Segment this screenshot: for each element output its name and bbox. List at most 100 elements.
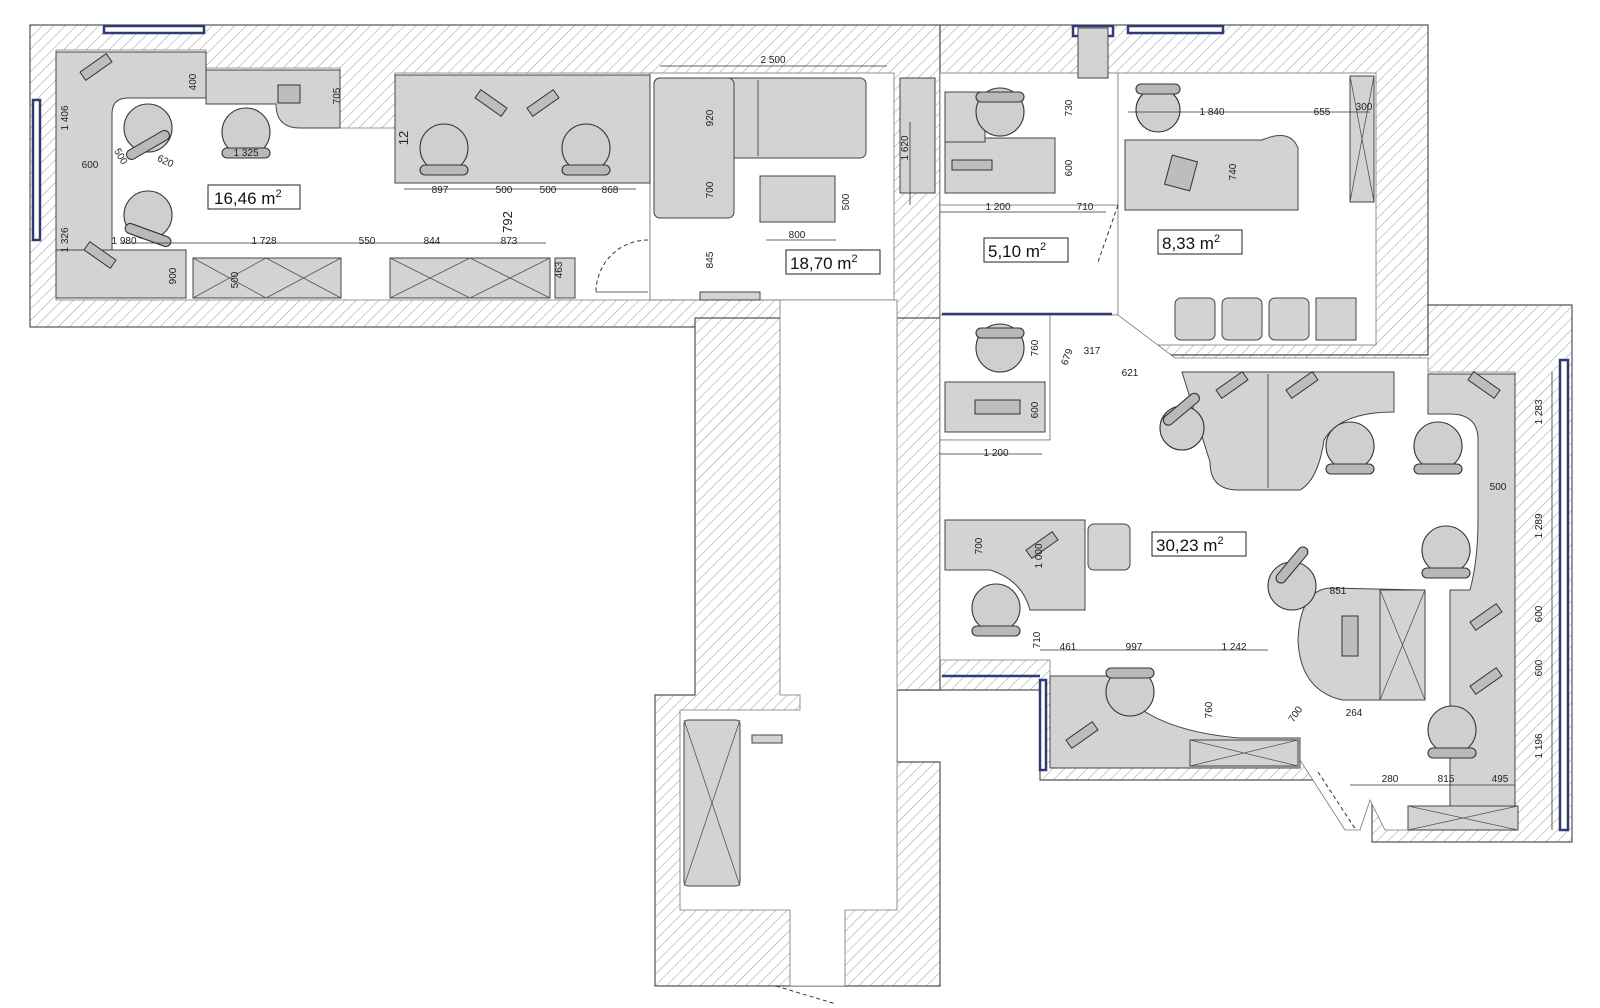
room-area-label-4: 8,33 m2 [1157, 229, 1243, 255]
chair [419, 123, 469, 176]
dim-label: 280 [1382, 774, 1399, 785]
dim-label: 1 283 [1534, 399, 1545, 424]
dim-label: 495 [1492, 774, 1509, 785]
svg-text:30,23 m2: 30,23 m2 [1156, 535, 1224, 555]
dim-label: 997 [1126, 642, 1143, 653]
room-area-unit-sup: 2 [275, 188, 281, 200]
dim-label: 920 [705, 109, 716, 126]
dim-label: 600 [1064, 159, 1075, 176]
dim-label: 500 [1490, 482, 1507, 493]
room-area-label-2: 18,70 m2 [785, 249, 881, 275]
dim-label: 1 242 [1221, 642, 1246, 653]
dim-label: 710 [1032, 631, 1043, 648]
dim-label: 1 289 [1534, 513, 1545, 538]
dim-label: 1 200 [983, 448, 1008, 459]
dim-label: 740 [1228, 163, 1239, 180]
dim-label: 1 620 [900, 135, 911, 160]
doors [595, 204, 1357, 1005]
dim-label: 2 500 [760, 55, 785, 66]
dim-label: 710 [1077, 202, 1094, 213]
svg-text:16,46 m2: 16,46 m2 [214, 188, 282, 208]
chair [1325, 421, 1375, 475]
dim-label: 317 [1084, 346, 1101, 357]
dim-label: 792 [500, 211, 515, 233]
chair [123, 103, 173, 161]
room-area-label-1: 16,46 m2 [207, 184, 301, 210]
svg-text:8,33 m2: 8,33 m2 [1162, 233, 1220, 253]
dim-label: 873 [501, 236, 518, 247]
svg-text:5,10 m2: 5,10 m2 [988, 241, 1046, 261]
room-area-label-5: 30,23 m2 [1151, 531, 1247, 557]
dim-label: 1 326 [60, 227, 71, 252]
chair [975, 87, 1025, 137]
room-4-furniture [1124, 75, 1375, 341]
dim-label: 1 196 [1534, 733, 1545, 758]
chair [971, 583, 1021, 637]
dim-label: 550 [359, 236, 376, 247]
dim-label: 1 728 [251, 236, 276, 247]
dim-label: 400 [188, 73, 199, 90]
room-area-unit-sup: 2 [1217, 535, 1223, 547]
cabinet-left-furniture [944, 323, 1046, 433]
room-area-value: 5,10 m [988, 242, 1040, 261]
dim-label: 760 [1030, 339, 1041, 356]
dim-label: 815 [1438, 774, 1455, 785]
room-area-unit-sup: 2 [851, 253, 857, 265]
chair [1427, 705, 1477, 759]
svg-text:18,70 m2: 18,70 m2 [790, 253, 858, 273]
room-2-furniture [653, 77, 936, 223]
room-area-label-3: 5,10 m2 [983, 237, 1069, 263]
dim-label: 1 840 [1199, 107, 1224, 118]
dim-label: 1 200 [985, 202, 1010, 213]
dim-label: 897 [432, 185, 449, 196]
dim-label: 1 000 [1034, 543, 1045, 568]
dim-label: 700 [974, 537, 985, 554]
dim-label: 900 [168, 267, 179, 284]
dim-label: 730 [1064, 99, 1075, 116]
dim-label: 700 [705, 181, 716, 198]
dim-label: 760 [1204, 701, 1215, 718]
dim-label: 621 [1122, 368, 1139, 379]
dim-label: 264 [1346, 708, 1363, 719]
corridor-furniture [683, 291, 783, 887]
room-area-unit-sup: 2 [1040, 241, 1046, 253]
chair [1159, 392, 1205, 451]
dim-label: 300 [1356, 102, 1373, 113]
dim-label: 600 [82, 160, 99, 171]
dim-label: 1 980 [111, 236, 136, 247]
dim-label: 500 [841, 193, 852, 210]
dim-label: 1 406 [60, 105, 71, 130]
chair [1421, 525, 1471, 579]
dim-label: 500 [496, 185, 513, 196]
chair [1105, 667, 1155, 717]
dim-label: 705 [332, 87, 343, 104]
cabinet-top-furniture [944, 27, 1109, 194]
chair [221, 107, 271, 159]
room-area-value: 16,46 m [214, 189, 275, 208]
room-area-value: 30,23 m [1156, 536, 1217, 555]
dimension-lines [120, 65, 1553, 830]
chair [1135, 83, 1181, 133]
dim-label: 12 [396, 131, 411, 145]
dim-label: 655 [1314, 107, 1331, 118]
dim-label: 868 [602, 185, 619, 196]
dim-label: 851 [1330, 586, 1347, 597]
dim-label: 463 [554, 261, 565, 278]
dim-label: 800 [789, 230, 806, 241]
room-5-furniture [944, 371, 1519, 831]
room-area-value: 8,33 m [1162, 234, 1214, 253]
dim-label: 844 [424, 236, 441, 247]
chair [975, 323, 1025, 373]
dim-label: 1 325 [233, 148, 258, 159]
dim-label: 600 [1030, 401, 1041, 418]
room-area-unit-sup: 2 [1214, 233, 1220, 245]
dim-label: 845 [705, 251, 716, 268]
dim-label: 461 [1060, 642, 1077, 653]
dim-label: 500 [540, 185, 557, 196]
chair [561, 123, 611, 176]
dim-label: 500 [230, 271, 241, 288]
chair [1267, 546, 1317, 611]
chair [1413, 421, 1463, 475]
room-area-value: 18,70 m [790, 254, 851, 273]
